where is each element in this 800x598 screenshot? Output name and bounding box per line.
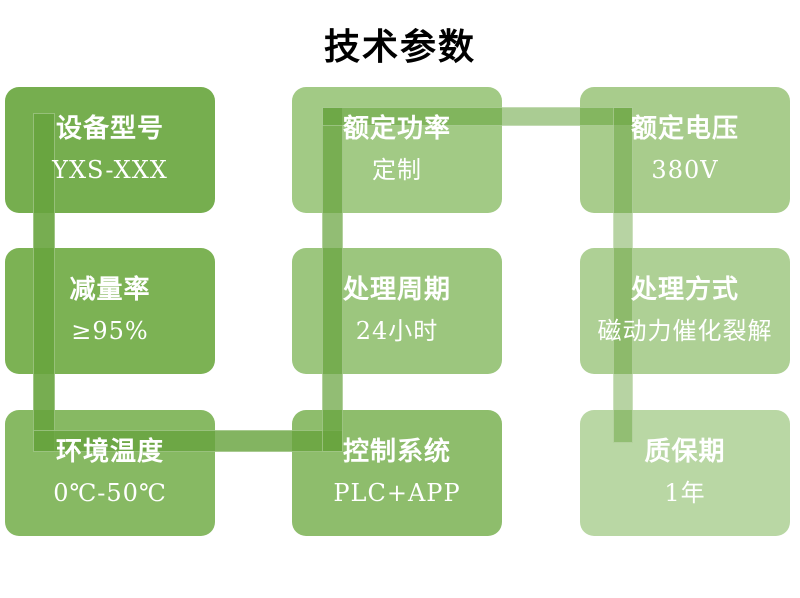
cell-label: 处理周期 <box>342 275 451 305</box>
cell-value: 定制 <box>372 156 422 184</box>
cell-value: PLC+APP <box>333 479 461 507</box>
cell-text: 减量率 ≥95% <box>5 270 215 352</box>
cell-text: 环境温度 0℃-50℃ <box>5 432 215 514</box>
cell-text: 额定电压 380V <box>580 109 790 191</box>
cell-warranty-period: 质保期 1年 <box>580 410 790 536</box>
flow-connector-right-vertical <box>613 107 633 443</box>
cell-processing-method: 处理方式 磁动力催化裂解 <box>580 248 790 374</box>
cell-text: 处理方式 磁动力催化裂解 <box>580 270 790 352</box>
cell-text: 处理周期 24小时 <box>292 270 502 352</box>
flow-connector-top-horizontal <box>322 107 633 126</box>
cell-text: 设备型号 YXS-XXX <box>5 109 215 191</box>
cell-label: 环境温度 <box>55 437 164 467</box>
cell-value: 24小时 <box>355 317 439 345</box>
cell-label: 控制系统 <box>342 437 451 467</box>
cell-value: 1年 <box>664 479 706 507</box>
cell-device-model: 设备型号 YXS-XXX <box>5 87 215 213</box>
cell-value: YXS-XXX <box>52 156 168 184</box>
cell-label: 额定电压 <box>630 114 739 144</box>
page-title: 技术参数 <box>323 26 476 67</box>
cell-value: 380V <box>651 156 719 184</box>
cell-value: ≥95% <box>71 317 149 345</box>
cell-label: 减量率 <box>69 275 151 305</box>
cell-text: 控制系统 PLC+APP <box>292 432 502 514</box>
cell-text: 额定功率 定制 <box>292 109 502 191</box>
cell-rated-voltage: 额定电压 380V <box>580 87 790 213</box>
cell-label: 处理方式 <box>630 275 739 305</box>
cell-label: 额定功率 <box>342 114 451 144</box>
cell-label: 质保期 <box>644 437 726 467</box>
cell-value: 0℃-50℃ <box>53 479 167 507</box>
cell-label: 设备型号 <box>55 114 164 144</box>
cell-text: 质保期 1年 <box>580 432 790 514</box>
cell-value: 磁动力催化裂解 <box>597 317 773 345</box>
